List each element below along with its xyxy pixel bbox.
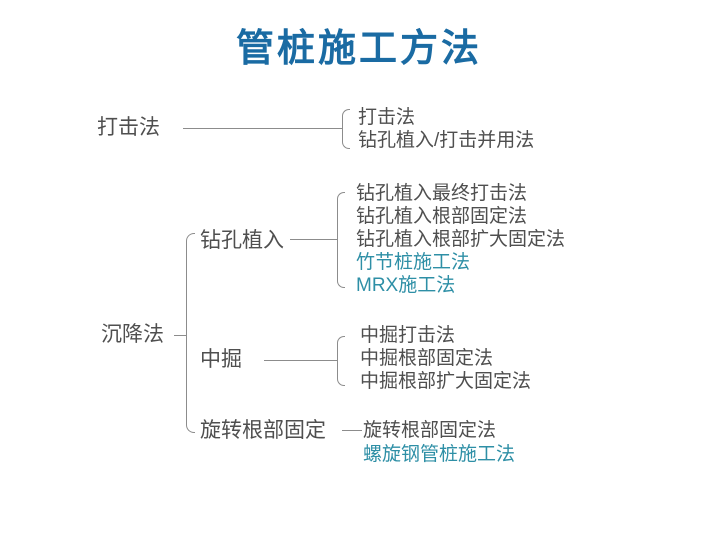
leaf-item: 打击法 <box>358 107 416 128</box>
leaf-item: 钻孔植入根部扩大固定法 <box>356 229 566 250</box>
connector-line-zuankong <box>290 239 337 240</box>
bracket-daji-children <box>342 109 350 149</box>
leaf-item: 中掘根部固定法 <box>360 348 494 369</box>
bracket-zhongjue-children <box>337 336 345 386</box>
leaf-group-zhongjue: 中掘打击法 中掘根部固定法 中掘根部扩大固定法 <box>360 324 531 393</box>
leaf-item-highlight: MRX施工法 <box>356 275 456 296</box>
leaf-group-daji: 打击法 钻孔植入/打击并用法 <box>358 106 534 152</box>
leaf-item: 钻孔植入/打击并用法 <box>358 130 535 151</box>
page-title: 管桩施工方法 <box>235 28 482 70</box>
connector-line-daji <box>183 128 342 129</box>
bracket-zuankong-children <box>337 192 345 288</box>
leaf-item: 中掘打击法 <box>360 325 456 346</box>
leaf-item-highlight: 竹节桩施工法 <box>356 252 471 273</box>
connector-line-zhongjue <box>264 360 337 361</box>
leaf-group-xuanzhuan: 旋转根部固定法 螺旋钢管桩施工法 <box>363 419 515 467</box>
leaf-item: 钻孔植入最终打击法 <box>356 183 528 204</box>
leaf-item: 旋转根部固定法 <box>363 420 497 441</box>
leaf-group-zuankong: 钻孔植入最终打击法 钻孔植入根部固定法 钻孔植入根部扩大固定法 竹节桩施工法 M… <box>356 182 565 297</box>
node-zuankong-zhiru: 钻孔植入 <box>200 229 284 252</box>
node-daji-fa: 打击法 <box>97 116 160 139</box>
node-zhongjue: 中掘 <box>200 348 242 371</box>
connector-line-chenjiang <box>174 335 186 336</box>
connector-line-xuanzhuan <box>342 430 362 431</box>
leaf-item-highlight: 螺旋钢管桩施工法 <box>363 444 516 465</box>
leaf-item: 钻孔植入根部固定法 <box>356 206 528 227</box>
node-chenjiang-fa: 沉降法 <box>101 323 164 346</box>
leaf-item: 中掘根部扩大固定法 <box>360 371 532 392</box>
node-xuanzhuan-genbu-guding: 旋转根部固定 <box>200 419 326 442</box>
bracket-chenjiang-children <box>186 233 195 433</box>
